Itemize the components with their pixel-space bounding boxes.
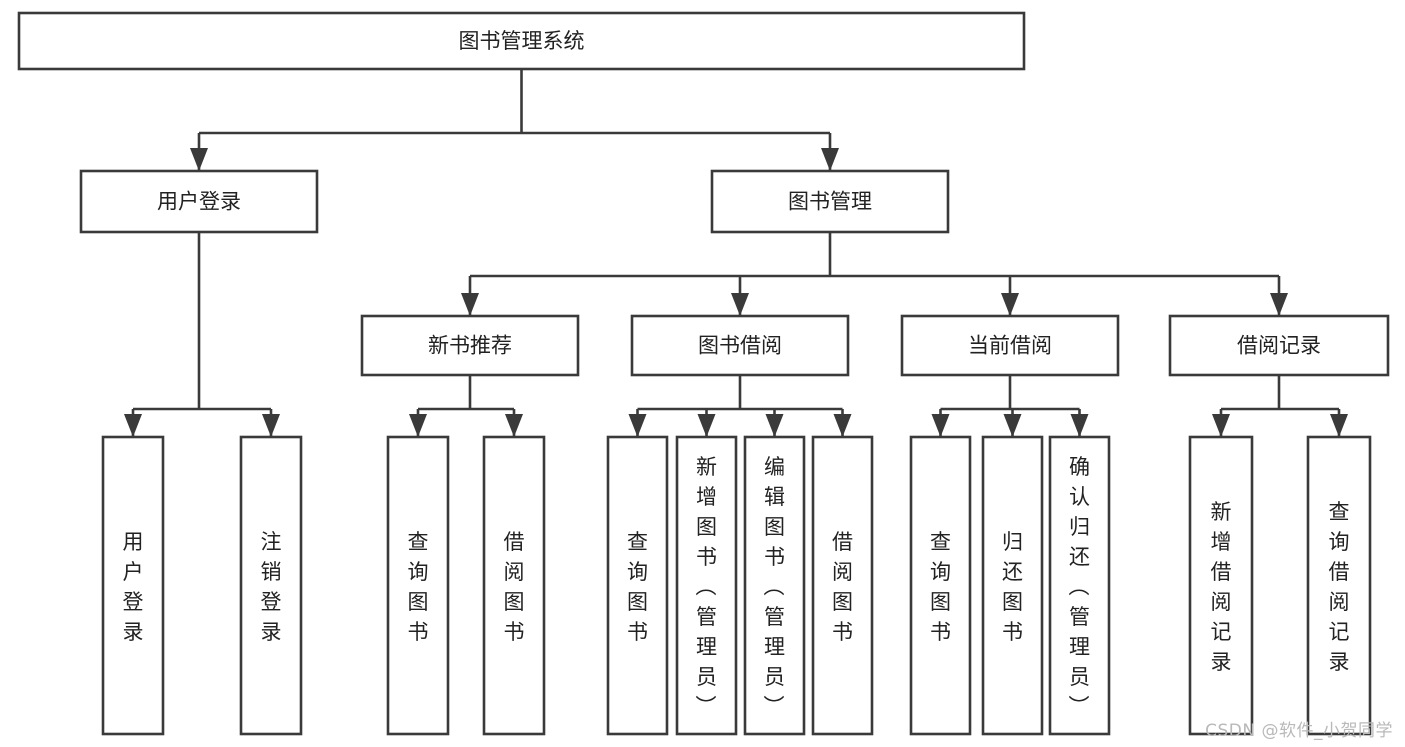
node-label-leaf-query-record: 查询借阅记录 [1329, 500, 1350, 674]
node-label-leaf-query-book-3: 查询图书 [930, 530, 951, 644]
node-label-leaf-edit-book: 编辑图书（管理员） [764, 455, 786, 719]
node-leaf-query-book-3[interactable]: 查询图书 [909, 435, 972, 736]
connector-lines [124, 69, 1348, 437]
node-rect-leaf-edit-book [743, 435, 806, 736]
node-rect-leaf-query-book-3 [909, 435, 972, 736]
node-label-leaf-add-book: 新增图书（管理员） [696, 455, 718, 719]
node-rect-leaf-add-record [1188, 435, 1254, 736]
node-rect-current-borrow [900, 314, 1120, 377]
node-rect-borrow-record [1168, 314, 1390, 377]
node-leaf-query-book-2[interactable]: 查询图书 [606, 435, 669, 736]
node-rect-leaf-return-book [981, 435, 1044, 736]
node-leaf-add-record[interactable]: 新增借阅记录 [1188, 435, 1254, 736]
node-rect-root [17, 11, 1026, 71]
node-leaf-borrow-book-2[interactable]: 借阅图书 [811, 435, 874, 736]
node-leaf-query-book-1[interactable]: 查询图书 [386, 435, 450, 736]
node-leaf-confirm-return[interactable]: 确认归还（管理员） [1048, 435, 1111, 736]
node-label-leaf-return-book: 归还图书 [1002, 530, 1023, 644]
node-label-user-login: 用户登录 [157, 190, 241, 214]
node-label-book-borrow: 图书借阅 [698, 334, 782, 358]
node-boxes: 图书管理系统用户登录图书管理新书推荐图书借阅当前借阅借阅记录用户登录注销登录查询… [17, 11, 1390, 736]
node-leaf-logout[interactable]: 注销登录 [239, 435, 303, 736]
watermark-label: CSDN @软件_小贺同学 [1205, 721, 1393, 741]
node-rect-leaf-query-book-1 [386, 435, 450, 736]
node-rect-leaf-user-login [101, 435, 165, 736]
node-user-login[interactable]: 用户登录 [79, 169, 319, 234]
node-rect-book-borrow [630, 314, 850, 377]
node-label-leaf-query-book-1: 查询图书 [408, 530, 429, 644]
node-new-book-rec[interactable]: 新书推荐 [360, 314, 580, 377]
node-label-new-book-rec: 新书推荐 [428, 334, 512, 358]
node-borrow-record[interactable]: 借阅记录 [1168, 314, 1390, 377]
node-rect-leaf-borrow-book-2 [811, 435, 874, 736]
node-leaf-edit-book[interactable]: 编辑图书（管理员） [743, 435, 806, 736]
node-leaf-add-book[interactable]: 新增图书（管理员） [675, 435, 738, 736]
node-rect-leaf-query-record [1306, 435, 1372, 736]
node-leaf-query-record[interactable]: 查询借阅记录 [1306, 435, 1372, 736]
node-rect-leaf-query-book-2 [606, 435, 669, 736]
node-rect-leaf-add-book [675, 435, 738, 736]
node-current-borrow[interactable]: 当前借阅 [900, 314, 1120, 377]
node-label-borrow-record: 借阅记录 [1237, 334, 1321, 358]
node-label-current-borrow: 当前借阅 [968, 334, 1052, 358]
node-label-leaf-query-book-2: 查询图书 [627, 530, 648, 644]
node-label-leaf-confirm-return: 确认归还（管理员） [1069, 455, 1091, 719]
node-leaf-user-login[interactable]: 用户登录 [101, 435, 165, 736]
node-rect-leaf-logout [239, 435, 303, 736]
node-rect-new-book-rec [360, 314, 580, 377]
node-label-leaf-logout: 注销登录 [261, 530, 282, 644]
node-label-leaf-add-record: 新增借阅记录 [1211, 500, 1232, 674]
node-leaf-return-book[interactable]: 归还图书 [981, 435, 1044, 736]
node-rect-leaf-confirm-return [1048, 435, 1111, 736]
node-label-book-manage: 图书管理 [788, 190, 872, 214]
node-label-leaf-borrow-book-2: 借阅图书 [832, 530, 853, 644]
node-rect-user-login [79, 169, 319, 234]
node-label-leaf-user-login: 用户登录 [123, 530, 144, 644]
node-book-manage[interactable]: 图书管理 [710, 169, 950, 234]
node-root[interactable]: 图书管理系统 [17, 11, 1026, 71]
node-book-borrow[interactable]: 图书借阅 [630, 314, 850, 377]
node-label-root: 图书管理系统 [459, 29, 585, 53]
node-rect-leaf-borrow-book-1 [482, 435, 546, 736]
node-label-leaf-borrow-book-1: 借阅图书 [504, 530, 525, 644]
node-leaf-borrow-book-1[interactable]: 借阅图书 [482, 435, 546, 736]
node-rect-book-manage [710, 169, 950, 234]
